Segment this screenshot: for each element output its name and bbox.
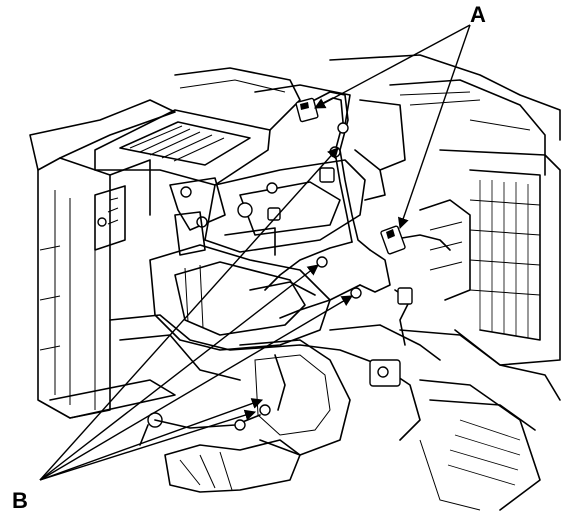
wiring-harness xyxy=(154,91,451,429)
center-unit xyxy=(169,159,366,256)
blower-housing xyxy=(149,211,331,351)
bottom-right-assembly xyxy=(399,329,561,511)
callout-a-leaders xyxy=(314,24,471,230)
top-vent-duct xyxy=(94,67,351,186)
bottom-duct xyxy=(139,412,301,493)
callout-label-b: B xyxy=(12,488,28,513)
top-right-structure xyxy=(329,54,561,201)
callout-label-a: A xyxy=(470,2,486,27)
callout-b-leaders xyxy=(39,147,353,481)
